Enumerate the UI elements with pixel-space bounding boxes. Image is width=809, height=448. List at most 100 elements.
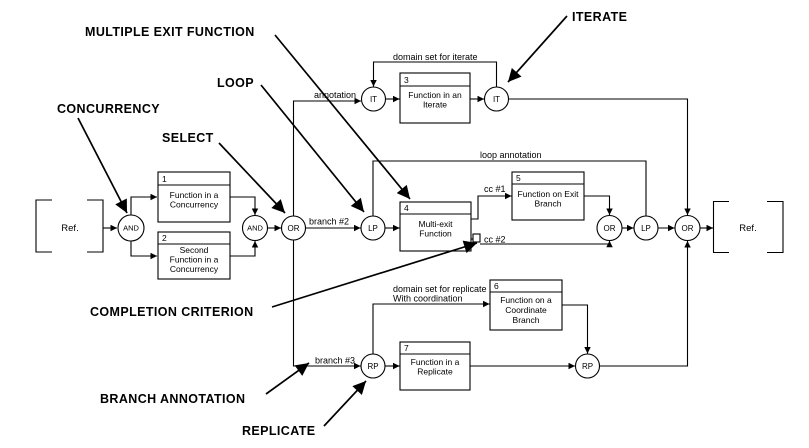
- completion-criterion-arrow: [271, 240, 478, 308]
- or-node-exit-join-label: OR: [604, 224, 616, 233]
- iterate-label: ITERATE: [572, 10, 627, 24]
- box4-title-line1: Multi-exit: [418, 219, 453, 229]
- box2-title-line1: Second: [180, 245, 209, 255]
- replicate-label: REPLICATE: [242, 424, 316, 438]
- flow-box6-to-rp2: [562, 304, 591, 354]
- replicate-arrow: [323, 380, 367, 427]
- box1-title-line1: Function in a: [170, 190, 219, 200]
- box5-rect: [511, 171, 585, 221]
- box7-rect: [399, 341, 471, 391]
- multiple-exit-function-arrow: [274, 34, 411, 200]
- rp-node-entry-label: RP: [367, 362, 378, 371]
- branch3-label: branch #3: [315, 356, 355, 366]
- and-node-2: [241, 214, 269, 242]
- cc2-label: cc #2: [484, 235, 506, 245]
- it-node-entry: [360, 86, 387, 112]
- domain-set-replicate-label: domain set for replicate: [393, 284, 487, 294]
- box7-title-line1: Function in a: [411, 357, 460, 367]
- select-arrow: [218, 142, 286, 214]
- flow-box4-cc2-to-or2: [480, 240, 613, 248]
- box3-rect: [399, 72, 471, 124]
- box1-title-line2: Concurrency: [170, 200, 219, 210]
- box6-rect: [489, 279, 563, 331]
- loop-arrow: [260, 84, 365, 213]
- box4-cc2-exit-port: [472, 233, 481, 243]
- left-ref-bracket-close: [87, 199, 104, 253]
- box2-title-line3: Concurrency: [170, 264, 219, 274]
- or-node-final-join: [674, 214, 701, 242]
- logic-nodes: AND AND OR LP IT IT OR LP OR RP RP: [117, 86, 701, 379]
- right-ref-label: Ref.: [739, 223, 756, 234]
- loop-annotation-label: loop annotation: [480, 150, 542, 160]
- flow-box1-to-and2: [230, 196, 259, 215]
- flow-loop-annotation-loopback: [372, 160, 647, 216]
- box6-number: 6: [494, 281, 499, 291]
- flow-box5-to-or2: [584, 195, 613, 215]
- rp-node-exit: [574, 353, 601, 379]
- select-label: SELECT: [162, 131, 214, 145]
- flow-it2-to-or3: [508, 98, 691, 215]
- box-function-on-exit-branch: 5 Function on Exit Branch: [511, 171, 585, 221]
- box7-number: 7: [404, 343, 409, 353]
- box-function-on-a-coordinate-branch: 6 Function on a Coordinate Branch: [489, 279, 563, 331]
- box3-title-line1: Function in an: [408, 90, 462, 100]
- box-multi-exit-function: 4 Multi-exit Function: [399, 201, 481, 252]
- box5-title-line1: Function on Exit: [518, 189, 580, 199]
- box5-number: 5: [516, 173, 521, 183]
- flow-lines: [103, 61, 713, 370]
- and-node-1-label: AND: [123, 224, 139, 233]
- lp-node-exit: [633, 215, 659, 241]
- flow-box4-cc1-to-box5: [471, 192, 512, 220]
- and-node-1: [117, 214, 145, 242]
- box-second-function-in-a-concurrency: 2 Second Function in a Concurrency: [157, 231, 231, 280]
- and-node-2-label: AND: [247, 224, 263, 233]
- or-node-select: [280, 215, 307, 241]
- branch-annotation-arrow: [265, 362, 310, 395]
- flow-and1-to-box1: [130, 193, 157, 215]
- flow-domain-set-iterate-loopback: [370, 61, 498, 87]
- with-coordination-label: With coordination: [393, 294, 463, 304]
- lp-node-exit-label: LP: [641, 224, 651, 233]
- it-node-exit: [483, 86, 510, 112]
- flow-box2-to-and2: [230, 241, 259, 257]
- box2-rect: [157, 231, 231, 280]
- right-reference: Ref.: [712, 200, 784, 254]
- line-annotations: annotation domain set for iterate loop a…: [309, 52, 542, 366]
- branch2-label: branch #2: [309, 217, 349, 227]
- right-ref-bracket-close: [767, 200, 784, 254]
- box3-number: 3: [404, 75, 409, 85]
- box4-rect: [399, 201, 472, 252]
- box-function-in-an-iterate: 3 Function in an Iterate: [399, 72, 471, 124]
- callouts: MULTIPLE EXIT FUNCTION ITERATE LOOP CONC…: [57, 10, 627, 438]
- flow-rp2-to-or3: [599, 241, 691, 367]
- box-function-in-a-replicate: 7 Function in a Replicate: [399, 341, 471, 391]
- domain-set-iterate-label: domain set for iterate: [393, 52, 478, 62]
- box1-rect: [157, 171, 231, 223]
- multiple-exit-function-label: MULTIPLE EXIT FUNCTION: [85, 25, 255, 39]
- annotation-label: annotation: [314, 90, 356, 100]
- flow-and1-to-box2: [130, 241, 157, 260]
- box2-number: 2: [162, 233, 167, 243]
- box6-title-line1: Function on a: [500, 295, 552, 305]
- box2-title-line2: Function in a: [170, 255, 219, 265]
- rp-node-entry: [360, 353, 386, 379]
- left-reference: Ref.: [35, 199, 104, 253]
- box4-number: 4: [404, 203, 409, 213]
- box3-title-line2: Iterate: [423, 100, 447, 110]
- branch-annotation-label: BRANCH ANNOTATION: [100, 392, 245, 406]
- box4-title-line2: Function: [419, 229, 452, 239]
- lp-node-entry: [360, 215, 386, 241]
- it-node-exit-label: IT: [493, 95, 500, 104]
- it-node-entry-label: IT: [370, 95, 377, 104]
- or-node-final-join-label: OR: [682, 224, 694, 233]
- box6-title-line2: Coordinate: [505, 305, 547, 315]
- left-ref-label: Ref.: [61, 223, 78, 234]
- concurrency-label: CONCURRENCY: [57, 102, 160, 116]
- box5-title-line2: Branch: [535, 199, 562, 209]
- flow-or1-annotation-to-it1: [292, 97, 361, 216]
- left-ref-bracket-open: [35, 199, 52, 253]
- flow-or1-branch3-to-rp1: [292, 240, 361, 370]
- or-node-select-label: OR: [288, 224, 300, 233]
- iterate-arrow: [507, 15, 568, 83]
- concurrency-arrow: [77, 117, 128, 214]
